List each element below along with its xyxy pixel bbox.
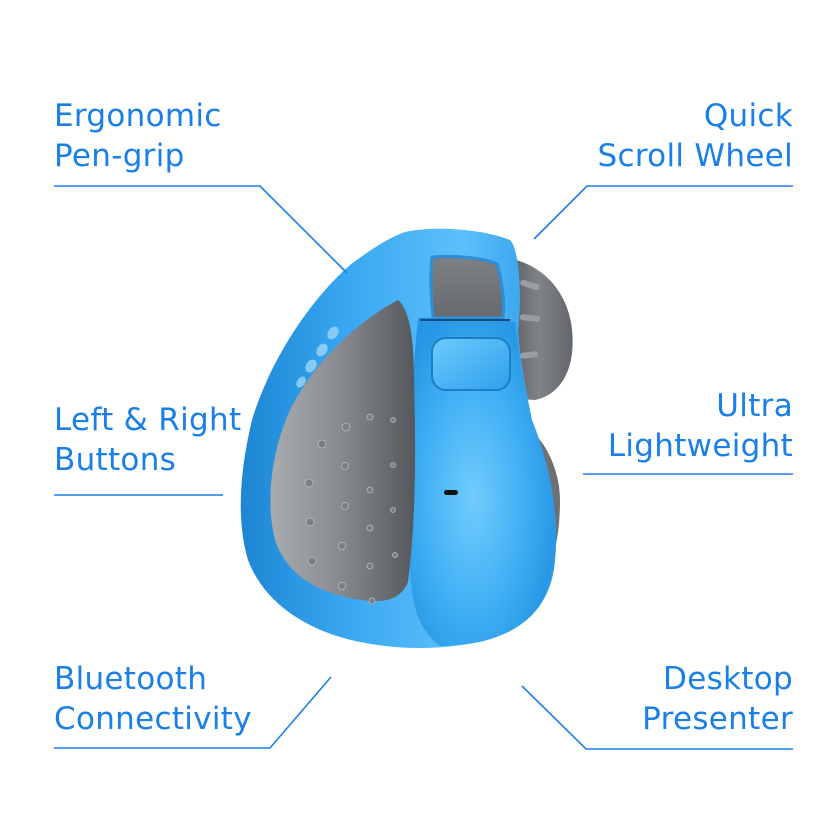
feature-title-line1: Ultra (716, 388, 793, 424)
feature-desktop-presenter: Desktop Presenter (642, 659, 793, 739)
feature-quick-scroll-wheel: Quick Scroll Wheel (598, 96, 794, 176)
callout-line-ergonomic (54, 185, 348, 274)
feature-bluetooth-connectivity: Bluetooth Connectivity (54, 659, 252, 739)
scroll-wheel (505, 258, 573, 400)
feature-title-line2: Pen-grip (54, 138, 185, 174)
callout-line-presenter (521, 685, 793, 750)
callout-line-scroll-wheel (533, 185, 793, 240)
feature-title-line1: Left & Right (54, 402, 242, 438)
top-button (429, 254, 506, 320)
led-indicator (444, 490, 458, 495)
feature-ultra-lightweight: Ultra Lightweight (608, 386, 793, 466)
side-grip-buttons (270, 300, 416, 605)
feature-title-line2: Buttons (54, 442, 177, 478)
feature-title-line1: Ergonomic (54, 98, 222, 134)
feature-ergonomic-pen-grip: Ergonomic Pen-grip (54, 96, 222, 176)
callout-line-bluetooth (54, 676, 332, 749)
feature-left-right-buttons: Left & Right Buttons (54, 400, 241, 480)
feature-title-line2: Lightweight (607, 428, 793, 464)
feature-title-line2: Presenter (642, 701, 793, 737)
feature-title-line1: Desktop (663, 661, 793, 697)
feature-title-line2: Connectivity (54, 701, 252, 737)
feature-title-line1: Bluetooth (54, 661, 208, 697)
feature-title-line2: Scroll Wheel (597, 138, 793, 174)
secondary-button (431, 337, 511, 391)
feature-title-line1: Quick (703, 98, 793, 134)
brand-logo (296, 326, 339, 388)
